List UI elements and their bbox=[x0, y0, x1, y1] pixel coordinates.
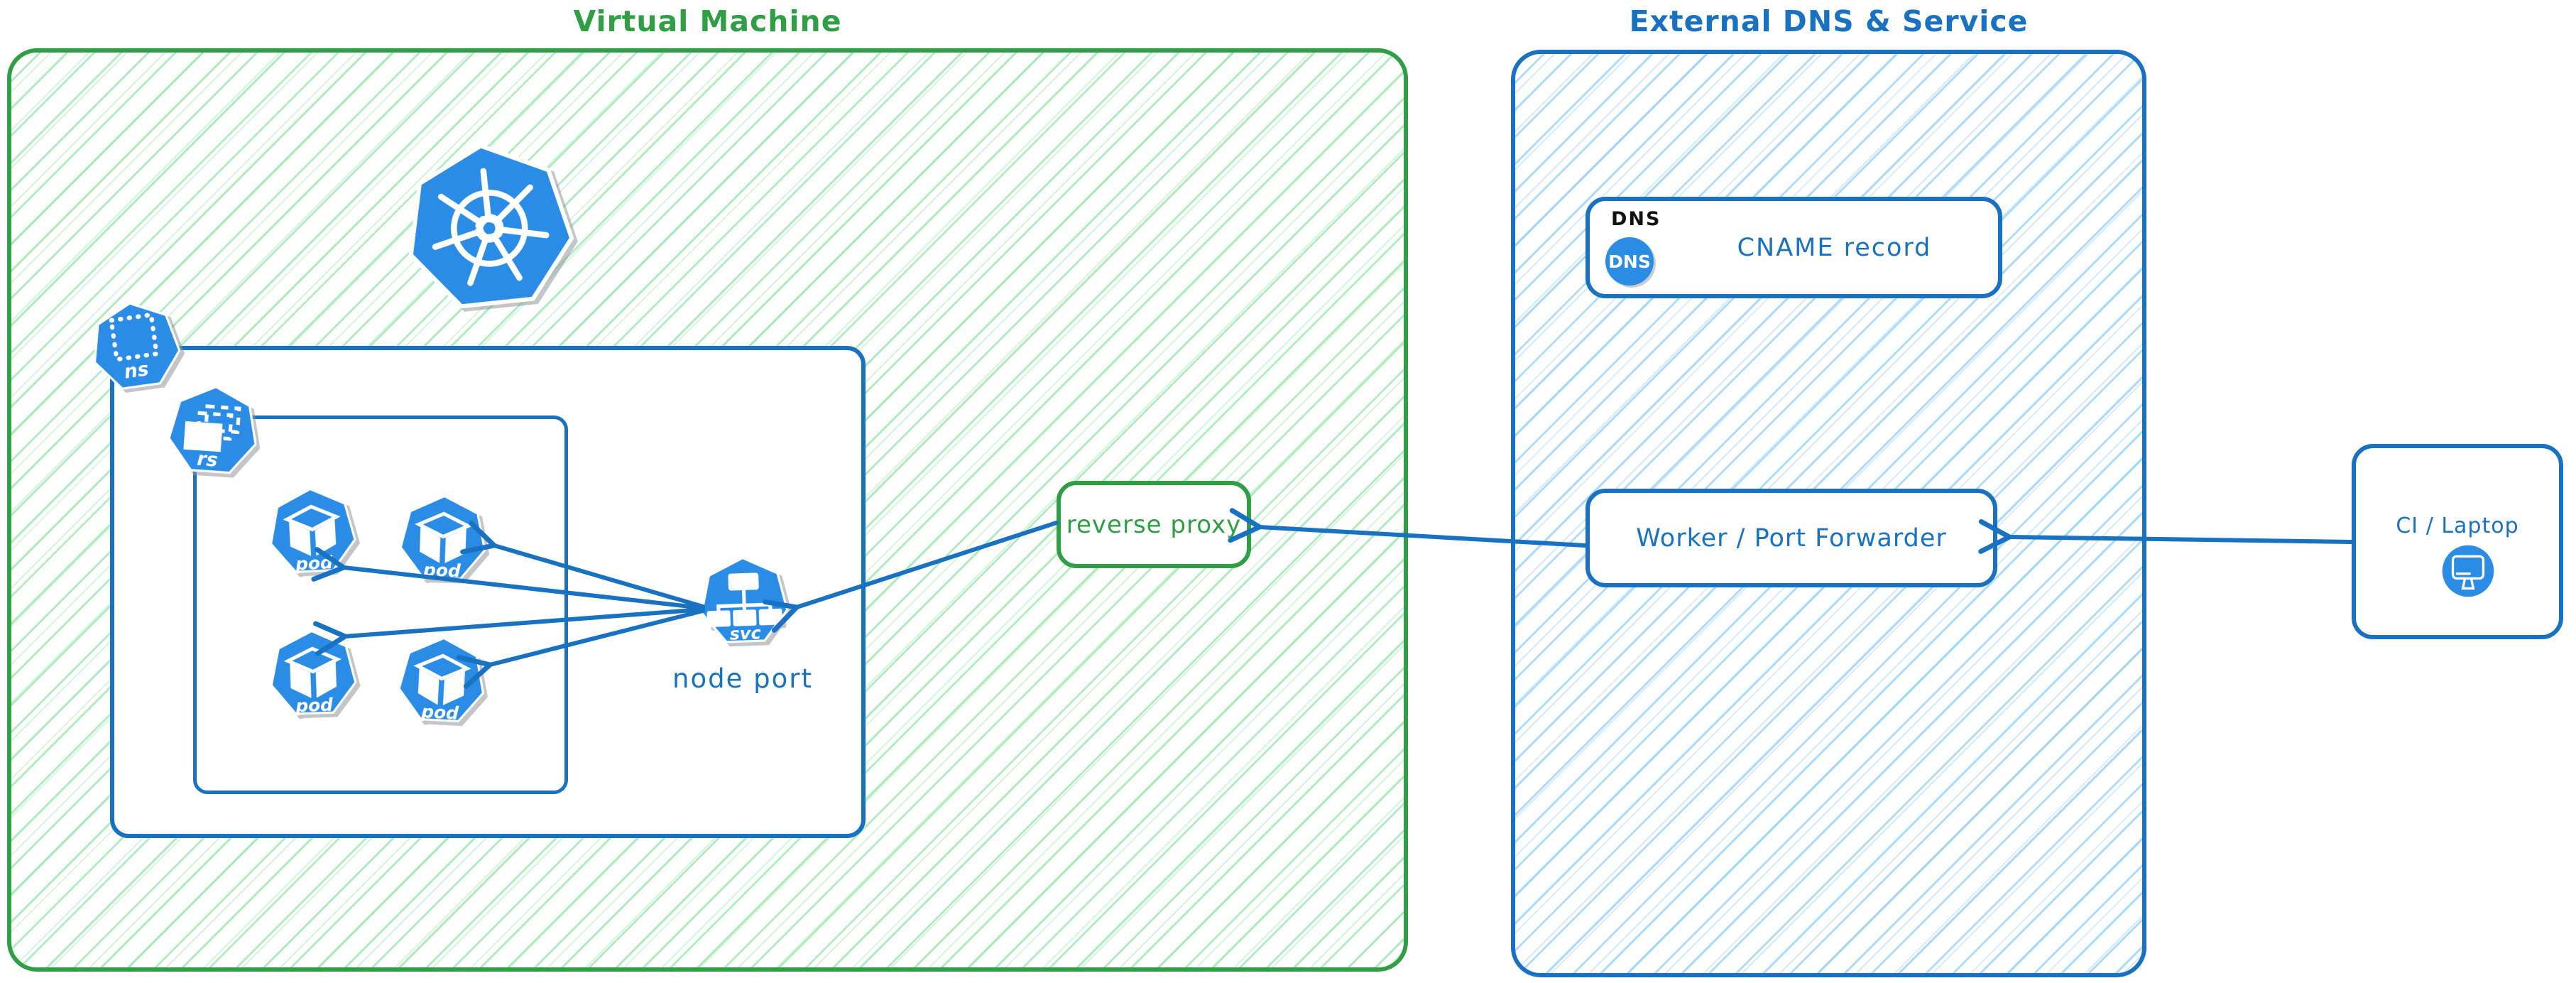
ci-laptop-node: CI / Laptop bbox=[2352, 444, 2563, 639]
pod-icon: pod bbox=[266, 485, 359, 577]
cname-record-label: CNAME record bbox=[1737, 233, 1932, 262]
pod-icon: pod bbox=[268, 628, 359, 719]
svg-text:pod: pod bbox=[422, 559, 462, 581]
worker-port-forwarder-node: Worker / Port Forwarder bbox=[1586, 489, 1997, 587]
dns-badge-icon: DNS bbox=[1605, 237, 1654, 286]
reverse-proxy-node: reverse proxy bbox=[1057, 481, 1251, 568]
svg-text:ns: ns bbox=[123, 358, 151, 384]
namespace-icon: ns bbox=[85, 295, 186, 396]
dns-cname-node: DNS DNS CNAME record bbox=[1586, 197, 2002, 298]
kubernetes-logo-icon bbox=[396, 134, 582, 320]
replicaset-icon: rs bbox=[165, 382, 262, 479]
virtual-machine-title: Virtual Machine bbox=[573, 4, 842, 38]
svg-text:rs: rs bbox=[196, 447, 218, 471]
worker-port-forwarder-label: Worker / Port Forwarder bbox=[1636, 523, 1947, 553]
pod-icon: pod bbox=[395, 634, 488, 727]
pod-icon: pod bbox=[398, 493, 489, 584]
svg-text:pod: pod bbox=[294, 552, 333, 575]
node-port-label: node port bbox=[672, 663, 813, 694]
reverse-proxy-label: reverse proxy bbox=[1066, 510, 1242, 539]
dns-header-label: DNS bbox=[1611, 208, 1661, 230]
monitor-icon bbox=[2442, 545, 2494, 597]
svg-text:svc: svc bbox=[729, 623, 761, 644]
external-dns-service-title: External DNS & Service bbox=[1629, 4, 2029, 38]
ci-laptop-label: CI / Laptop bbox=[2396, 514, 2519, 538]
svg-text:pod: pod bbox=[295, 694, 334, 716]
svg-text:pod: pod bbox=[420, 701, 459, 724]
service-icon: svc bbox=[698, 555, 790, 647]
